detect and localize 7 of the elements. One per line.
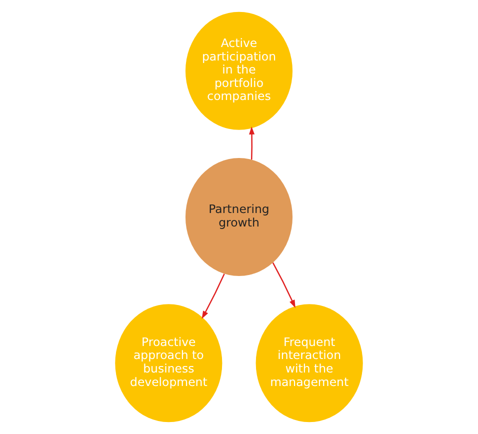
arrow — [272, 262, 296, 308]
node-circle: Partnering growth — [185, 158, 293, 276]
arrow — [249, 126, 255, 160]
node-circle: Active participation in the portfolio companies — [185, 12, 293, 130]
node-circle: Frequent interaction with the management — [256, 304, 363, 422]
node-circle: Proactive approach to business development — [115, 304, 222, 422]
arrow — [202, 274, 225, 319]
